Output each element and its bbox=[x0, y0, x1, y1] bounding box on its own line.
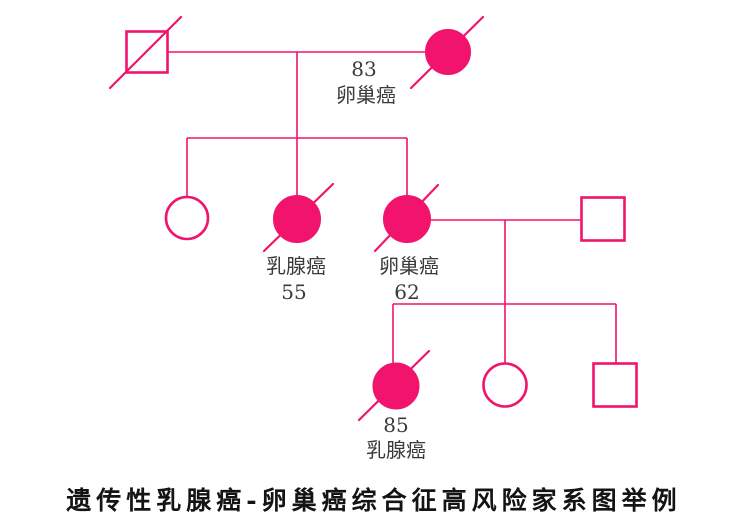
gen1-father-node bbox=[108, 15, 183, 90]
deceased-slash-icon bbox=[357, 349, 431, 422]
gen3-son1-node bbox=[592, 362, 638, 408]
male-square-symbol bbox=[592, 362, 638, 408]
gen2-daughter3-age: 62 bbox=[394, 280, 419, 304]
deceased-slash-icon bbox=[262, 182, 335, 253]
female-circle-symbol bbox=[164, 195, 210, 241]
gen2-daughter2-condition: 乳腺癌 bbox=[266, 254, 326, 278]
male-square-symbol bbox=[580, 196, 626, 242]
gen2-daughter3-condition: 卵巢癌 bbox=[379, 254, 439, 278]
female-circle-symbol bbox=[482, 362, 528, 408]
gen3-daughter2-node bbox=[482, 362, 528, 408]
gen2-daughter2-age: 55 bbox=[281, 280, 306, 304]
gen2-daughter1-node bbox=[164, 195, 210, 241]
gen3-daughter1-age: 85 bbox=[383, 413, 408, 437]
female-affected-circle-symbol bbox=[372, 362, 420, 410]
gen1-mother-condition: 卵巢癌 bbox=[336, 83, 396, 107]
gen2-daughter3-node: 卵巢癌 62 bbox=[373, 183, 440, 304]
deceased-slash-icon bbox=[373, 183, 440, 253]
gen3-daughter1-condition: 乳腺癌 bbox=[366, 438, 426, 462]
deceased-slash-icon bbox=[409, 15, 485, 90]
deceased-slash-icon bbox=[108, 15, 183, 90]
gen2-daughter2-node: 乳腺癌 55 bbox=[262, 182, 335, 304]
gen1-mother-node: 83 卵巢癌 bbox=[336, 15, 485, 107]
gen2-spouse-node bbox=[580, 196, 626, 242]
gen3-daughter1-node: 85 乳腺癌 bbox=[357, 349, 431, 462]
gen1-mother-age: 83 bbox=[351, 57, 376, 81]
diagram-title: 遗传性乳腺癌-卵巢癌综合征高风险家系图举例 bbox=[66, 486, 682, 515]
